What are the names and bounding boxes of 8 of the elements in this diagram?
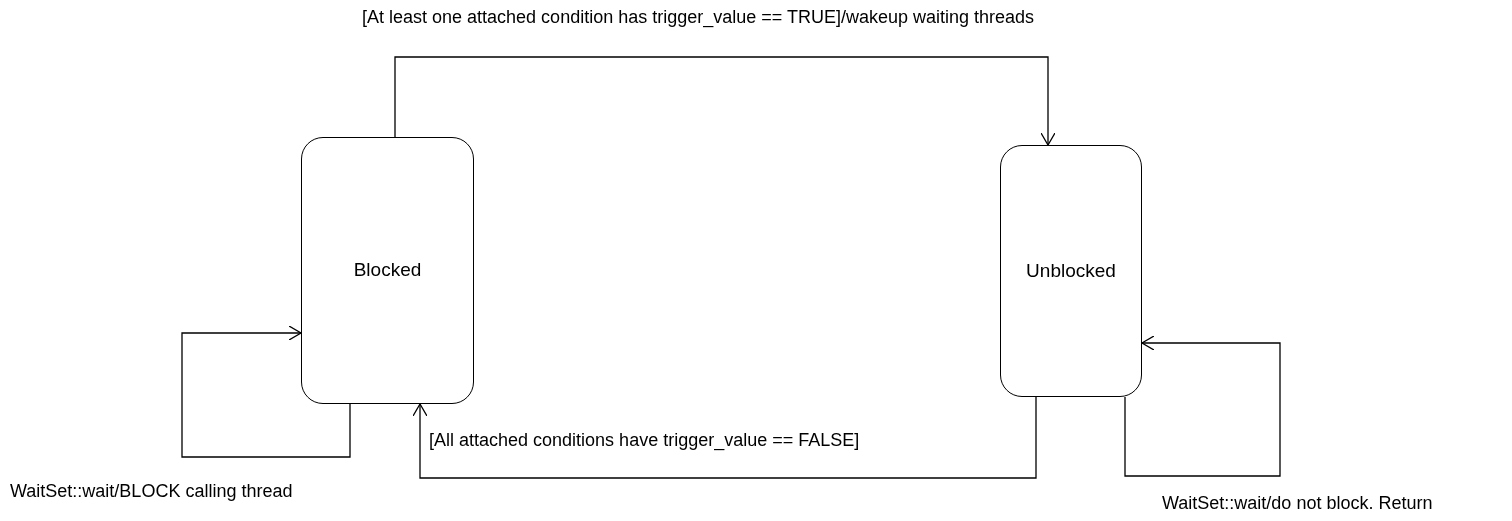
transition-arrow: [394, 56, 1056, 146]
state-name: Blocked: [353, 258, 422, 283]
state-box: [301, 137, 474, 404]
transition-arrow: [412, 396, 1037, 479]
transition-arrow: [1124, 335, 1281, 477]
state-box: [1000, 145, 1142, 397]
transition-arrow: [181, 325, 351, 458]
state-name: Unblocked: [1026, 258, 1116, 283]
